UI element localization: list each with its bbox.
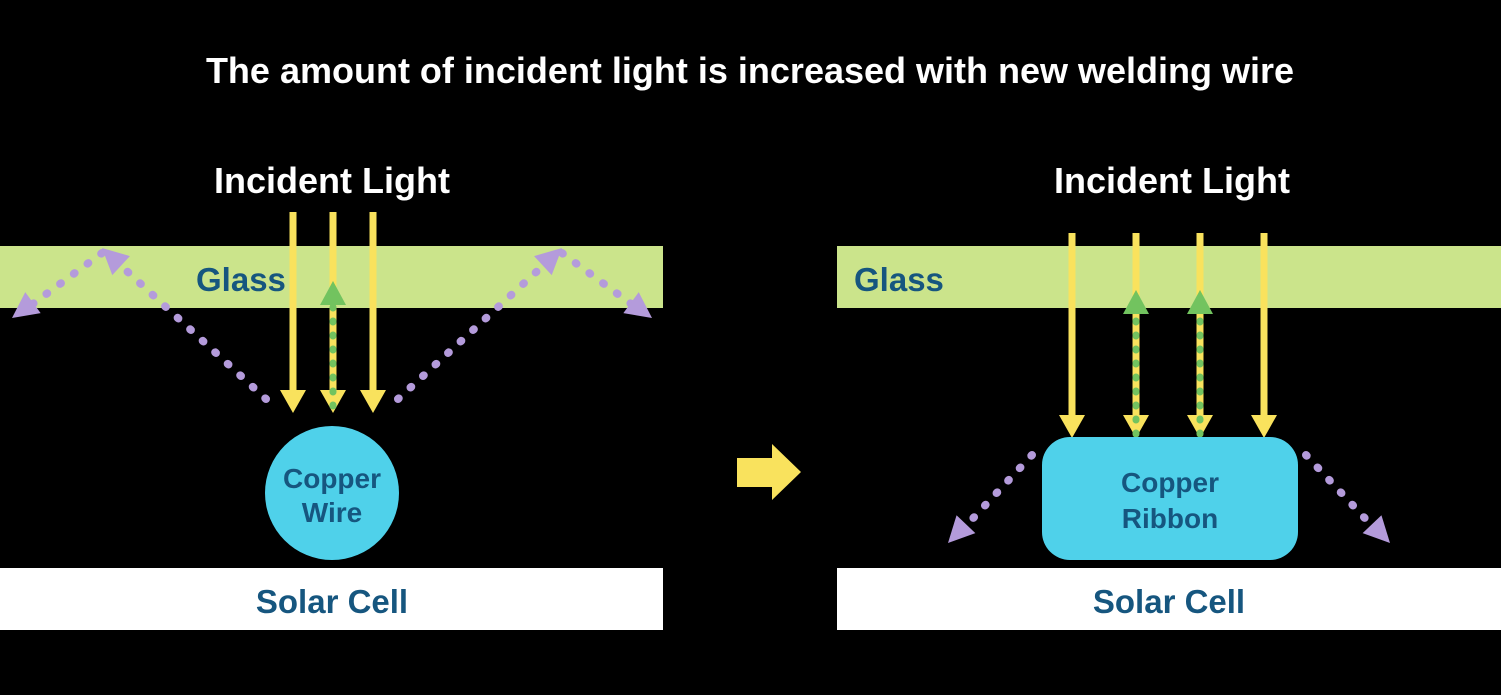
solar-cell-label-right: Solar Cell	[1093, 583, 1245, 620]
transition-arrow-icon	[737, 444, 801, 500]
scattered-ray-right-out	[558, 249, 638, 310]
scattered-ray-left-out-arrowhead	[12, 292, 41, 318]
copper-wire-label-line2: Wire	[302, 497, 362, 528]
solar-cell-left	[0, 568, 663, 630]
scattered-ray-right-out-arrowhead	[623, 292, 652, 318]
scattered-ray-right-up	[394, 259, 550, 403]
scattered-ray-right-up-arrowhead	[534, 248, 562, 276]
copper-wire-label-line1: Copper	[283, 463, 381, 494]
incident-ray-left-1-arrowhead	[280, 390, 306, 413]
glass-label-left: Glass	[196, 261, 286, 298]
scattered-ray-left-out	[26, 249, 106, 310]
reflected-ray-right-1-arrowhead	[1123, 290, 1149, 314]
scattered-ray-ribbon-left	[960, 451, 1036, 532]
copper-ribbon-label-line2: Ribbon	[1122, 503, 1218, 534]
glass-label-right: Glass	[854, 261, 944, 298]
scattered-ray-ribbon-right-arrowhead	[1362, 515, 1390, 543]
scattered-ray-ribbon-left-arrowhead	[948, 515, 976, 543]
right-panel: Incident Light Copper Ribbon	[837, 160, 1501, 630]
solar-cell-right	[837, 568, 1501, 630]
incident-ray-right-4-arrowhead	[1251, 415, 1277, 438]
diagram-title: The amount of incident light is increase…	[206, 50, 1294, 91]
incident-light-label-left: Incident Light	[214, 160, 450, 201]
left-panel: Incident Light Copper	[0, 160, 663, 630]
scattered-ray-ribbon-right	[1302, 451, 1378, 532]
reflected-ray-right-2-arrowhead	[1187, 290, 1213, 314]
copper-ribbon-label-line1: Copper	[1121, 467, 1219, 498]
incident-ray-right-1-arrowhead	[1059, 415, 1085, 438]
copper-ribbon-rect	[1042, 437, 1298, 560]
incident-ray-right-3-arrowhead	[1187, 415, 1213, 438]
scattered-ray-left-up	[114, 259, 270, 403]
incident-ray-right-2-arrowhead	[1123, 415, 1149, 438]
scattered-ray-left-up-arrowhead	[102, 248, 130, 276]
copper-wire-circle	[265, 426, 399, 560]
incident-light-label-right: Incident Light	[1054, 160, 1290, 201]
solar-cell-label-left: Solar Cell	[256, 583, 408, 620]
reflected-ray-left-arrowhead	[320, 281, 346, 305]
glass-layer-right	[837, 246, 1501, 308]
incident-ray-left-3-arrowhead	[360, 390, 386, 413]
